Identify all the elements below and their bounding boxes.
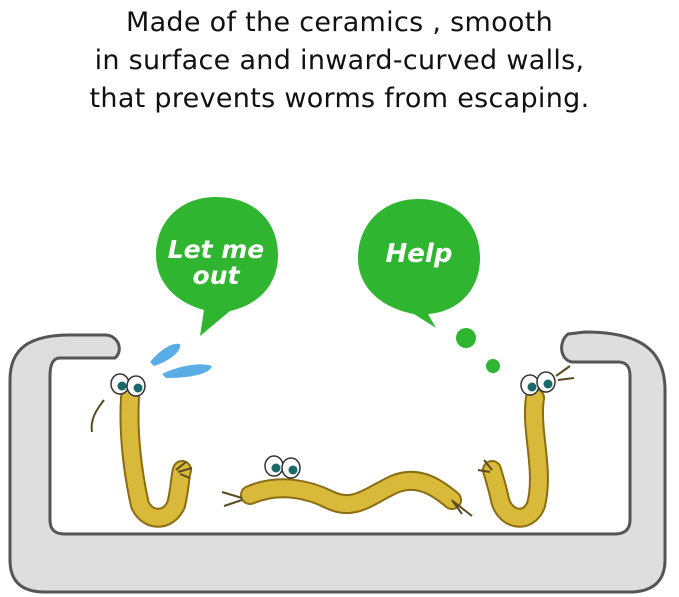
thought-dot-large xyxy=(456,328,476,348)
caption-line-2: in surface and inward-curved walls, xyxy=(94,45,585,76)
caption-line-3: that prevents worms from escaping. xyxy=(89,83,590,114)
thought-dot-small xyxy=(486,359,500,373)
speech-bubble-right: Help xyxy=(358,199,500,373)
thought-bubble-icon xyxy=(358,199,480,328)
bubble-left-line-2: out xyxy=(193,261,241,290)
worm-middle xyxy=(221,455,473,517)
speech-bubble-left: Let me out xyxy=(156,197,278,336)
worm-right xyxy=(477,365,575,528)
container-wall xyxy=(8,330,667,594)
caption-line-1: Made of the ceramics , smooth xyxy=(125,7,554,38)
worm-left xyxy=(90,373,193,528)
speech-bubble-icon xyxy=(156,197,278,336)
bubble-right-line-1: Help xyxy=(386,239,453,269)
water-drops xyxy=(150,343,212,378)
caption: Made of the ceramics , smooth in surface… xyxy=(0,4,679,118)
water-drop-icon xyxy=(162,364,212,378)
water-drop-icon xyxy=(150,343,181,366)
bubble-left-line-1: Let me xyxy=(168,235,265,264)
